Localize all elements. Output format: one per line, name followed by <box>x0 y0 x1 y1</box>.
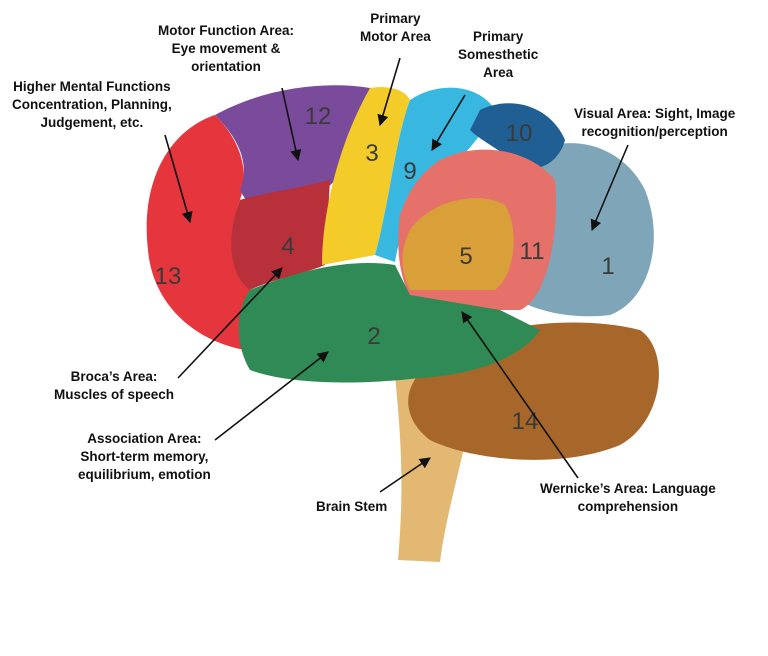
label-line: Judgement, etc. <box>40 115 144 130</box>
label-line: Concentration, Planning, <box>12 97 172 112</box>
label-broca: Broca’s Area: Muscles of speech <box>54 368 174 404</box>
region-number: 13 <box>155 263 182 290</box>
label-wernicke: Wernicke’s Area: Language comprehension <box>540 480 716 516</box>
label-primary-motor: Primary Motor Area <box>360 10 431 46</box>
region-4 <box>231 180 330 290</box>
label-line: Short-term memory, <box>80 449 209 464</box>
label-line: Eye movement & <box>171 41 281 56</box>
region-10 <box>470 103 565 169</box>
label-visual: Visual Area: Sight, Image recognition/pe… <box>574 105 735 141</box>
label-line: Muscles of speech <box>54 387 175 402</box>
label-line: Brain Stem <box>316 499 388 514</box>
label-motor-function: Motor Function Area: Eye movement & orie… <box>158 22 294 76</box>
label-association: Association Area: Short-term memory, equ… <box>78 430 211 484</box>
region-number: 12 <box>305 103 332 130</box>
label-line: orientation <box>191 59 261 74</box>
region-number: 10 <box>506 120 533 147</box>
label-line: recognition/perception <box>581 124 728 139</box>
region-number: 11 <box>520 238 545 265</box>
label-line: comprehension <box>577 499 679 514</box>
label-line: Area <box>483 65 514 80</box>
region-13 <box>146 115 255 350</box>
region-number: 9 <box>403 158 416 185</box>
label-line: Broca’s Area: <box>70 369 158 384</box>
label-line: equilibrium, emotion <box>78 467 211 482</box>
label-line: Visual Area: Sight, Image <box>574 106 736 121</box>
region-number: 14 <box>512 408 539 435</box>
label-line: Motor Function Area: <box>158 23 294 38</box>
region-number: 2 <box>367 323 380 350</box>
region-2 <box>238 262 540 383</box>
label-brain-stem: Brain Stem <box>316 498 387 516</box>
label-line: Primary <box>472 29 524 44</box>
label-line: Higher Mental Functions <box>13 79 171 94</box>
region-number: 3 <box>365 140 378 167</box>
label-line: Motor Area <box>360 29 431 44</box>
region-number: 5 <box>459 243 472 270</box>
region-12 <box>215 85 370 209</box>
region-number: 4 <box>281 233 294 260</box>
label-line: Wernicke’s Area: Language <box>540 481 716 496</box>
label-primary-somesthetic: Primary Somesthetic Area <box>458 28 538 82</box>
label-line: Primary <box>370 11 421 26</box>
region-5 <box>402 198 514 290</box>
label-line: Somesthetic <box>458 47 539 62</box>
label-line: Association Area: <box>87 431 202 446</box>
pointer-arrows <box>164 57 629 493</box>
region-number: 1 <box>601 253 614 280</box>
region-3 <box>322 87 410 266</box>
label-higher-mental: Higher Mental Functions Concentration, P… <box>12 78 172 132</box>
